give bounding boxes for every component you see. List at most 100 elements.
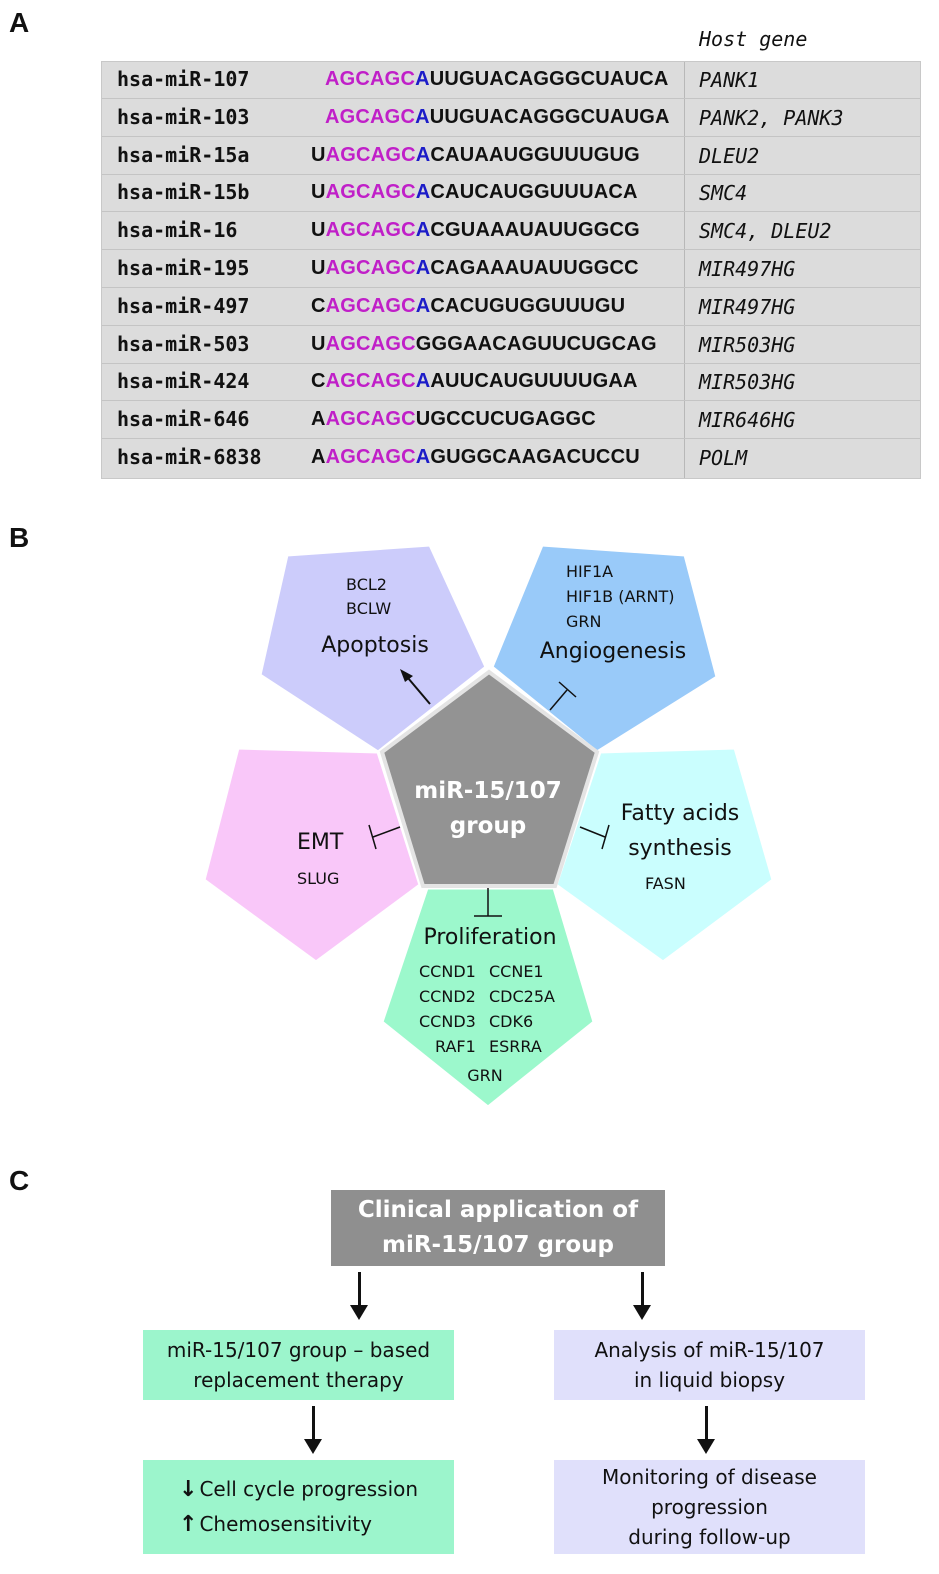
proliferation-gene-ccnd3: CCND3: [419, 1012, 476, 1031]
proliferation-gene-cdk6: CDK6: [489, 1012, 533, 1031]
proliferation-gene-cdc25a: CDC25A: [489, 987, 555, 1006]
proliferation-gene-ccnd2: CCND2: [419, 987, 476, 1006]
host-gene: PANK1: [699, 68, 760, 92]
sequence-lead: U: [311, 143, 326, 166]
apoptosis-label: Apoptosis: [321, 633, 429, 658]
sequence-lead: U: [311, 181, 326, 204]
proliferation-gene-ccne1: CCNE1: [489, 962, 544, 981]
sequence-lead: C: [311, 370, 326, 393]
replacement-therapy-line1: miR-15/107 group – based: [166, 1338, 431, 1362]
sequence-seed: AGCAGC: [325, 332, 416, 355]
mirna-name: hsa-miR-16: [117, 218, 238, 243]
angiogenesis-gene-grn: GRN: [566, 612, 601, 631]
panel-label-a: A: [9, 7, 30, 38]
sequence-rest: GGGAACAGUUCUGCAG: [415, 332, 657, 355]
mir-15-107-function-diagram: miR-15/107 group BCL2 BCLW Apoptosis HIF…: [202, 543, 775, 1109]
angiogenesis-inhibition-bar: [558, 681, 577, 698]
cell-cycle-progression-line: ↓Cell cycle progression: [179, 1474, 418, 1505]
proliferation-gene-grn: GRN: [467, 1066, 502, 1085]
sequence-lead: U: [311, 219, 326, 242]
host-gene: MIR503HG: [699, 332, 796, 357]
therapy-outcome-box: ↓Cell cycle progression ↑Chemosensitivit…: [143, 1460, 454, 1554]
sequence-seed: AGCAGC: [325, 143, 416, 166]
fatty-acids-inhibition-line: [579, 826, 606, 838]
column-divider: [684, 62, 685, 478]
angiogenesis-label: Angiogenesis: [540, 639, 687, 664]
sequence-lead: A: [311, 446, 326, 468]
apoptosis-gene-bclw: BCLW: [346, 599, 391, 618]
angiogenesis-inhibition-line: [549, 689, 568, 711]
panel-label-c: C: [9, 1165, 30, 1196]
host-gene-header: Host gene: [699, 27, 808, 51]
sequence-rest: CGUAAAUAUUGGCG: [430, 219, 640, 242]
disease-monitoring-line3: during follow-up: [628, 1525, 791, 1549]
mirna-sequence: UAGCAGCACGUAAAUAUUGGCG: [311, 219, 640, 242]
sequence-rest: UGCCUCUGAGGC: [415, 408, 596, 431]
sequence-rest: AUUCAUGUUUUGAA: [430, 370, 638, 393]
mirna-name: hsa-miR-497: [117, 293, 250, 318]
sequence-lead: U: [311, 332, 326, 355]
liquid-biopsy-box: Analysis of miR-15/107 in liquid biopsy: [554, 1330, 865, 1400]
mirna-sequence: CAGCAGCAAUUCAUGUUUUGAA: [311, 370, 638, 393]
host-gene: MIR497HG: [699, 257, 796, 281]
host-gene: SMC4, DLEU2: [699, 219, 832, 244]
sequence-rest: CACUGUGGUUUGU: [430, 294, 626, 317]
mirna-sequence: AAGCAGCAGUGGCAAGACUCCU: [311, 446, 640, 469]
sequence-rest: UUGUACAGGGCUAUCA: [429, 68, 669, 90]
emt-label: EMT: [297, 830, 344, 855]
apoptosis-gene-bcl2: BCL2: [346, 575, 387, 594]
apoptosis-activation-arrow: [407, 677, 431, 705]
sequence-seed8: A: [415, 370, 431, 393]
clinical-application-title-line1: Clinical application of: [357, 1197, 639, 1223]
mirna-sequence: CAGCAGCACACUGUGGUUUGU: [311, 295, 625, 318]
sequence-seed8: A: [415, 257, 431, 279]
panel-label-b: B: [9, 522, 30, 553]
chemosensitivity-line: ↑Chemosensitivity: [179, 1509, 372, 1540]
mirna-name: hsa-miR-195: [117, 256, 250, 280]
disease-monitoring-line2: progression: [651, 1495, 768, 1519]
mirna-sequence: UAGCAGCACAUAAUGGUUUGUG: [311, 144, 640, 167]
mirna-sequence: AGCAGCAUUGUACAGGGCUAUCA: [325, 68, 669, 91]
chemosensitivity-text: Chemosensitivity: [199, 1512, 372, 1536]
sequence-seed8: A: [415, 68, 430, 90]
fatty-acids-gene-fasn: FASN: [645, 874, 686, 893]
fatty-acids-label-line2: synthesis: [628, 836, 732, 861]
liquid-biopsy-line2: in liquid biopsy: [633, 1368, 786, 1392]
table-row: hsa-miR-16 UAGCAGCACGUAAAUAUUGGCG SMC4, DL…: [102, 213, 920, 251]
host-gene: MIR646HG: [699, 408, 796, 433]
center-label-line2: group: [450, 813, 526, 839]
sequence-seed: AGCAGC: [325, 408, 416, 431]
host-gene: PANK2, PANK3: [699, 105, 844, 130]
sequence-seed8: A: [415, 446, 431, 468]
sequence-seed: AGCAGC: [325, 257, 416, 279]
sequence-rest: GUGGCAAGACUCCU: [430, 446, 640, 468]
sequence-seed: AGCAGC: [325, 181, 416, 204]
cell-cycle-progression-text: Cell cycle progression: [199, 1477, 419, 1501]
liquid-biopsy-line1: Analysis of miR-15/107: [594, 1338, 825, 1362]
sequence-rest: CAUCAUGGUUUACA: [430, 181, 638, 204]
mirna-name: hsa-miR-103: [117, 104, 250, 129]
angiogenesis-gene-hif1b: HIF1B (ARNT): [566, 587, 674, 606]
sequence-seed8: A: [415, 105, 430, 128]
host-gene: POLM: [699, 446, 748, 470]
center-pentagon: [379, 669, 600, 888]
sequence-seed: AGCAGC: [325, 219, 416, 242]
proliferation-label: Proliferation: [423, 925, 556, 950]
mirna-name: hsa-miR-107: [117, 67, 250, 91]
mirna-name: hsa-miR-646: [117, 407, 250, 432]
disease-monitoring-line1: Monitoring of disease: [602, 1465, 817, 1489]
emt-gene-slug: SLUG: [297, 869, 339, 888]
sequence-rest: UUGUACAGGGCUAUGA: [429, 105, 670, 128]
mirna-name: hsa-miR-15a: [117, 142, 250, 167]
arrow-therapy-to-outcome: [304, 1406, 322, 1454]
sequence-seed: AGCAGC: [325, 105, 416, 128]
emt-pentagon: [202, 746, 422, 964]
sequence-lead: C: [311, 294, 326, 317]
